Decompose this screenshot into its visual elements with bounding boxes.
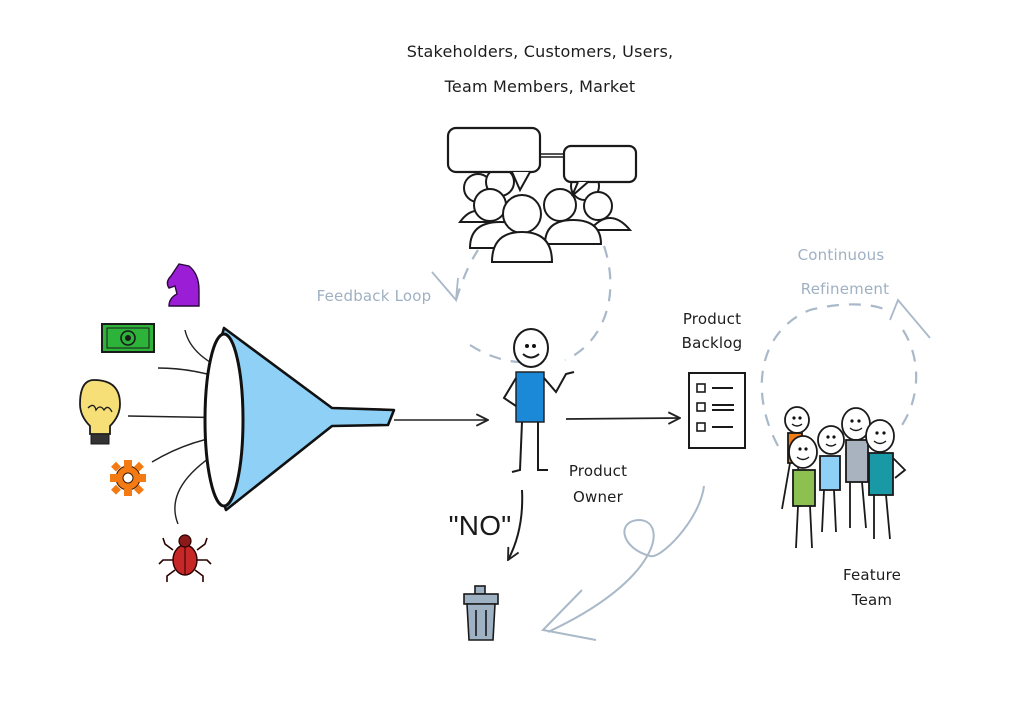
- light-bulb-icon: [79, 379, 121, 445]
- product-backlog-label-line2: Backlog: [681, 334, 743, 352]
- trash-can-icon: [463, 585, 499, 641]
- product-owner-figure: [502, 328, 575, 473]
- backlog-discard-arrow: [547, 485, 705, 633]
- owner-to-backlog-arrow: [565, 418, 680, 419]
- feature-team-label-line2: Team: [851, 591, 893, 609]
- product-backlog-label-line1: Product: [682, 310, 742, 328]
- feature-team-label-line1: Feature: [842, 566, 902, 584]
- feature-team-figures: [781, 406, 907, 549]
- product-backlog-document-icon: [688, 372, 746, 449]
- backlog-discard-arrowhead: [540, 589, 597, 641]
- feedback-loop-label: Feedback Loop: [316, 287, 432, 305]
- feedback-loop-arrowhead: [431, 271, 459, 303]
- money-bill-icon: [101, 323, 155, 353]
- feedback-loop-arc: [454, 245, 612, 364]
- refinement-loop-arc: [760, 303, 918, 447]
- continuous-refinement-label-line1: Continuous: [797, 246, 885, 264]
- no-label: "NO": [448, 510, 512, 541]
- gear-icon: [110, 460, 146, 496]
- product-owner-label-line2: Owner: [573, 488, 623, 506]
- continuous-refinement-label-line2: Refinement: [800, 280, 890, 298]
- refinement-loop-arrowhead: [889, 298, 931, 339]
- product-owner-label-line1: Product: [568, 462, 628, 480]
- chess-knight-icon: [166, 263, 200, 307]
- bug-icon: [158, 534, 212, 582]
- stakeholders-label-line2: Team Members, Market: [444, 77, 636, 96]
- stakeholders-label-line1: Stakeholders, Customers, Users,: [406, 42, 674, 61]
- no-arrow: [508, 489, 524, 560]
- funnel-icon: [203, 326, 396, 512]
- stakeholders-crowd-icon: [446, 126, 638, 263]
